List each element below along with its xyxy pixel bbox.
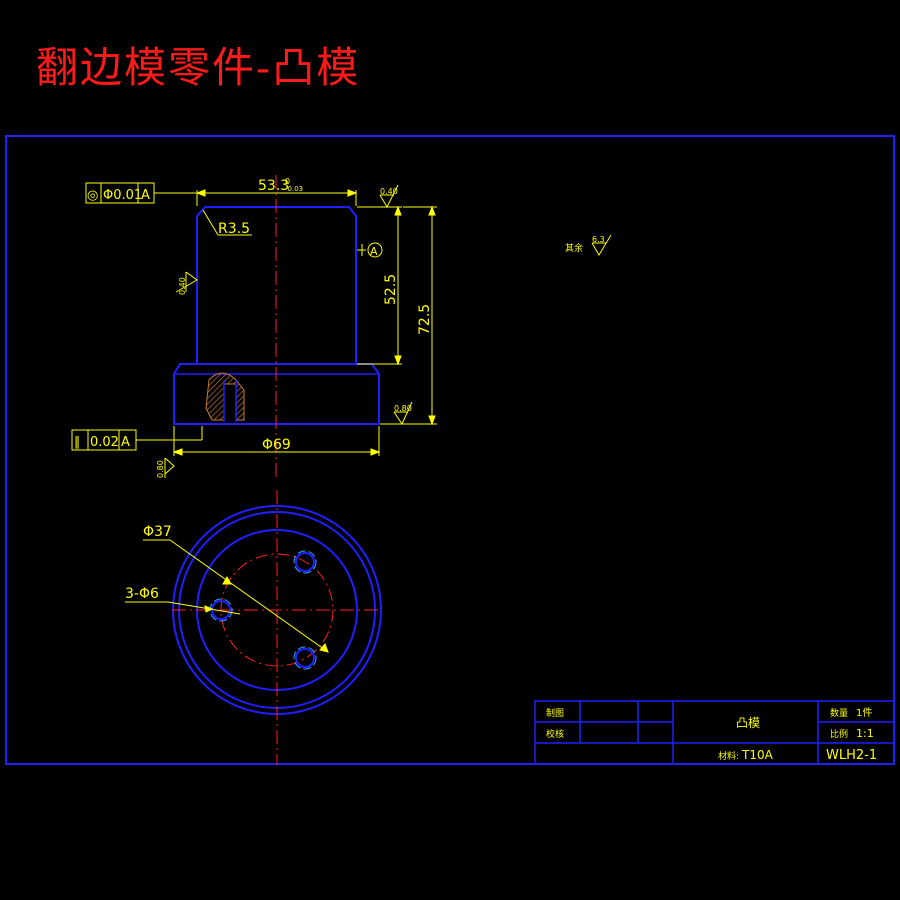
dim-pcd: Φ37	[143, 524, 172, 540]
tb-part-name: 凸模	[736, 716, 760, 730]
roughness-other-label: 其余	[565, 242, 583, 254]
tb-drawing-no: WLH2-1	[826, 748, 877, 763]
pin-hole-3-thread	[293, 646, 317, 670]
datum-a-marker	[357, 242, 383, 258]
dim-base-diameter: Φ69	[262, 437, 291, 453]
dim-holes: 3-Φ6	[125, 586, 159, 602]
top-view	[172, 490, 382, 765]
tb-scale-label: 比例	[830, 728, 848, 740]
roughness-bottom	[164, 457, 175, 478]
gtol-parallelism-datum: A	[121, 435, 130, 450]
pin-hole-1	[211, 600, 231, 620]
roughness-other-value: 6.3	[592, 235, 605, 244]
roughness-other-symbol	[591, 234, 612, 256]
roughness-right-bottom	[393, 401, 413, 426]
gtol-parallelism-symbol: ∥	[74, 435, 81, 450]
tb-scale-value: 1:1	[856, 727, 874, 740]
dim-top-width-tol-up: 0	[285, 177, 290, 186]
dim-upper-height: 52.5	[383, 274, 399, 305]
roughness-right-top	[379, 184, 399, 209]
gtol-concentricity-symbol: ◎	[87, 188, 98, 203]
drawing-border	[5, 135, 895, 765]
title-block	[534, 700, 895, 765]
dim-top-width: 53.3	[258, 178, 289, 194]
roughness-bottom-value: 0.80	[156, 460, 165, 478]
pin-hole-2-thread	[293, 550, 317, 574]
dim-total-height: 72.5	[417, 304, 433, 335]
tb-qty-label: 数量	[830, 707, 848, 719]
roughness-right-top-value: 0.40	[380, 187, 398, 196]
tb-drawn-label: 制图	[546, 707, 564, 719]
tb-checked-label: 校核	[546, 728, 564, 740]
roughness-left-side-value: 0.40	[178, 277, 187, 295]
front-dimensions: 53.3 0 -0.03 R3.5 52.5 72.5 Φ69	[172, 177, 437, 456]
tb-qty-value: 1件	[856, 707, 872, 719]
dim-top-width-tol: -0.03	[285, 185, 303, 193]
roughness-right-bottom-value: 0.80	[394, 404, 412, 413]
gtol-concentricity-datum: A	[141, 188, 150, 203]
drawing-title: 翻边模零件-凸模	[36, 43, 361, 92]
pitch-circle	[220, 553, 334, 667]
dim-radius: R3.5	[218, 221, 250, 237]
gtol-parallelism	[71, 426, 203, 451]
gtol-concentricity	[85, 182, 196, 204]
roughness-left-side	[175, 271, 198, 293]
gtol-concentricity-value: Φ0.01	[103, 188, 142, 203]
pin-hole-3	[295, 648, 315, 668]
tb-material-label: 材料:	[718, 750, 739, 762]
section-hatch	[205, 372, 245, 421]
pin-hole-2	[295, 552, 315, 572]
front-view	[173, 175, 380, 480]
tb-material-value: T10A	[741, 748, 774, 762]
datum-a-label: A	[370, 245, 378, 258]
plan-dimensions: Φ37 3-Φ6	[125, 524, 329, 653]
gtol-parallelism-value: 0.02	[90, 435, 119, 450]
